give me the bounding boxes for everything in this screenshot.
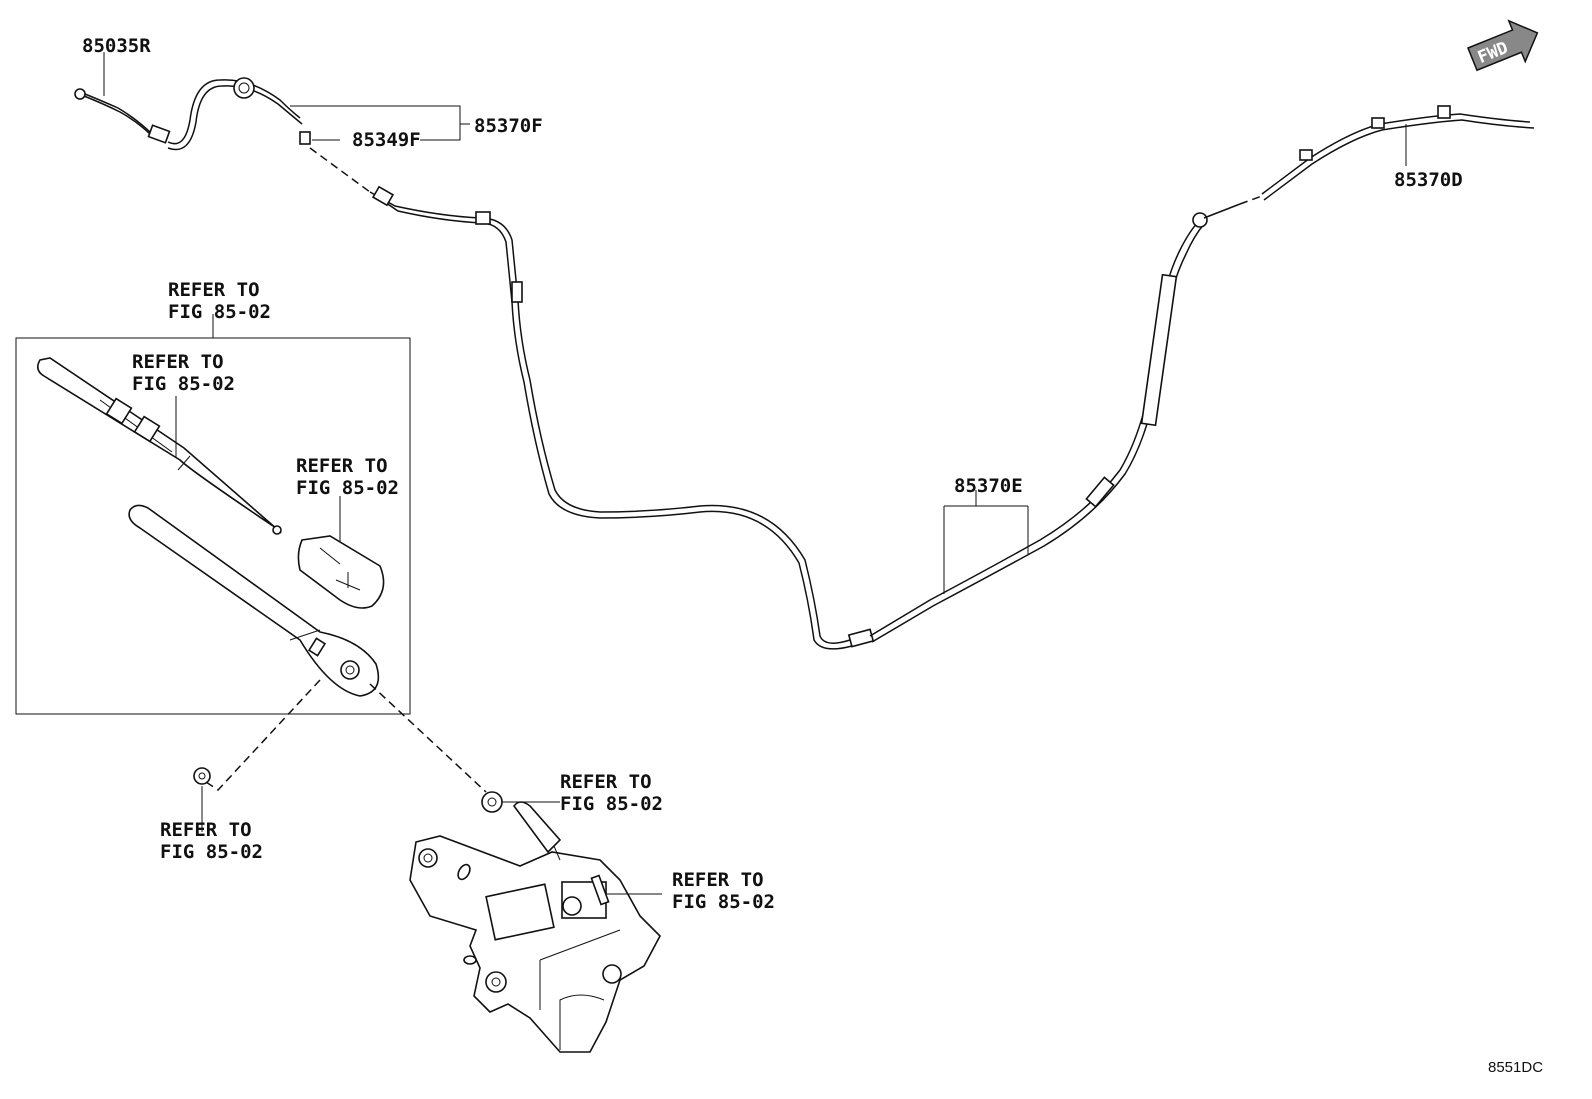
fwd-arrow-icon: FWD [1467, 19, 1539, 72]
refer-label-motor: REFER TO FIG 85-02 [672, 869, 775, 913]
label-85370F: 85370F [474, 115, 543, 137]
refer-line2: FIG 85-02 [132, 373, 235, 395]
refer-label-pivot: REFER TO FIG 85-02 [560, 771, 663, 815]
hose-joint-icon [475, 211, 491, 225]
leader-lines [103, 52, 1407, 594]
wiper-blade-icon [36, 357, 282, 535]
hose-clip-icon [299, 131, 311, 145]
nozzle-tip-icon [74, 88, 86, 100]
washer-hose-assembly [74, 77, 1535, 650]
grommet-icon [1192, 212, 1208, 228]
refer-label-nut: REFER TO FIG 85-02 [160, 819, 263, 863]
grommet-icon [233, 77, 255, 99]
nut-icon [193, 767, 211, 785]
arm-cap-icon [297, 535, 385, 609]
refer-line2: FIG 85-02 [560, 793, 663, 815]
refer-line1: REFER TO [160, 819, 252, 841]
refer-line1: REFER TO [560, 771, 652, 793]
hose-clip-icon [1437, 105, 1451, 119]
arm-nut-icon [340, 660, 360, 680]
refer-line1: REFER TO [296, 455, 388, 477]
refer-line2: FIG 85-02 [160, 841, 263, 863]
refer-line2: FIG 85-02 [296, 477, 399, 499]
wiper-arm-icon [128, 504, 380, 697]
hose-protector-icon [1085, 476, 1115, 508]
pivot-cap-icon [481, 791, 503, 813]
hose-protector-icon [1140, 273, 1178, 427]
refer-label-box-top: REFER TO FIG 85-02 [168, 279, 271, 323]
refer-line1: REFER TO [132, 351, 224, 373]
refer-line1: REFER TO [168, 279, 260, 301]
refer-label-cap: REFER TO FIG 85-02 [296, 455, 399, 499]
hose-joint-icon [371, 185, 395, 207]
diagram-code: 8551DC [1488, 1059, 1543, 1076]
hose-joint-icon [847, 628, 875, 648]
refer-line1: REFER TO [672, 869, 764, 891]
label-85349F: 85349F [352, 129, 421, 151]
label-85370D: 85370D [1394, 169, 1463, 191]
label-85035R: 85035R [82, 35, 151, 57]
hose-clip-icon [1299, 149, 1313, 161]
hose-joint-icon [147, 124, 171, 144]
refer-line2: FIG 85-02 [168, 301, 271, 323]
refer-line2: FIG 85-02 [672, 891, 775, 913]
wiper-motor-icon [409, 801, 661, 1053]
hose-clip-icon [1371, 117, 1385, 129]
hose-clamp-icon [511, 281, 523, 303]
refer-label-blade: REFER TO FIG 85-02 [132, 351, 235, 395]
label-85370E: 85370E [954, 475, 1023, 497]
